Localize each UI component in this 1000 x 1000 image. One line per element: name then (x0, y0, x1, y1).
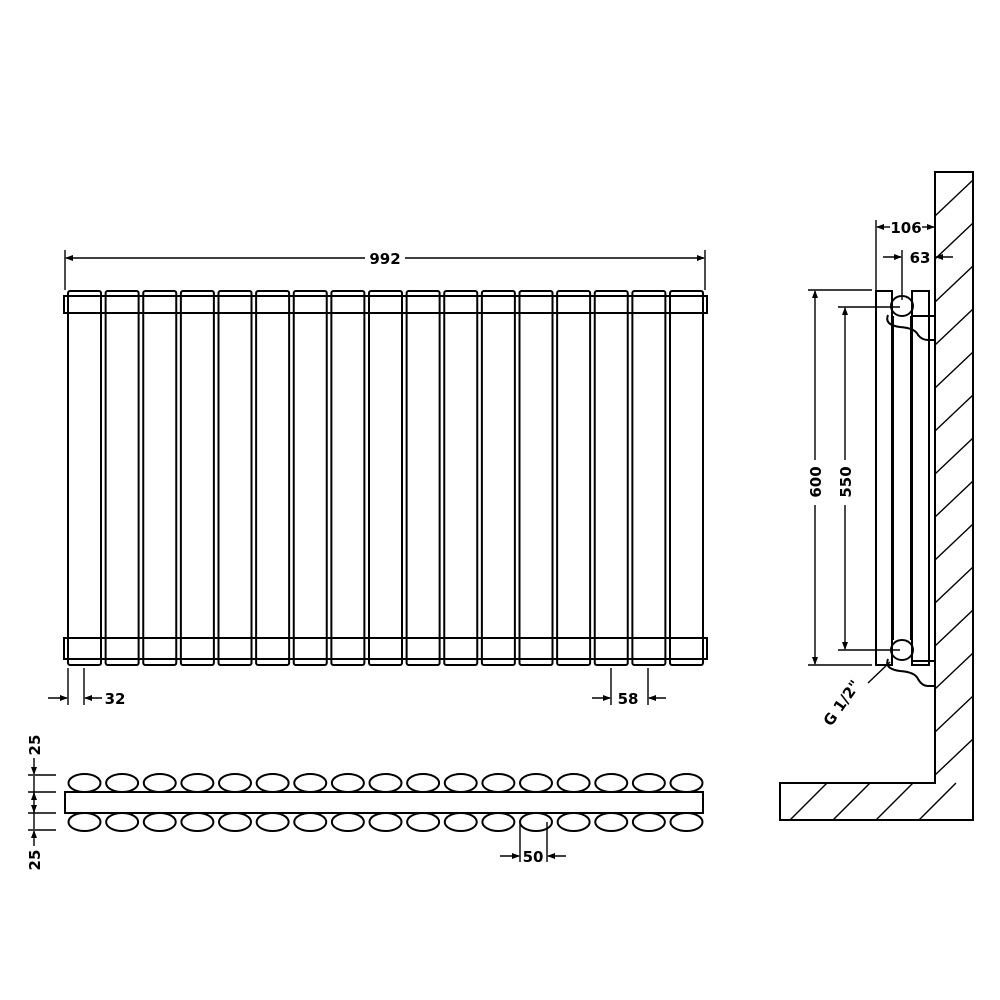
header-bar (64, 791, 704, 814)
hatch-line (934, 523, 974, 561)
front-view: 992 32 58 (48, 250, 708, 708)
radiator-panel (593, 290, 629, 666)
tube-section (330, 812, 365, 832)
hatch-line (934, 265, 974, 303)
radiator-panel (669, 290, 704, 666)
tube-section (594, 773, 629, 793)
connection-label: G 1/2" (820, 677, 864, 730)
tube-section (105, 812, 140, 832)
tube-section (293, 773, 328, 793)
radiator-panel (443, 290, 479, 666)
wall-to-front-label: 106 (890, 219, 921, 237)
panel-width-dimension: 32 (48, 668, 125, 708)
tube-section (669, 812, 704, 832)
hatch-line (934, 695, 974, 733)
tube-section (443, 773, 478, 793)
plan-view: 25 25 50 (26, 735, 704, 871)
tube-section (255, 812, 290, 832)
radiator-panel (330, 290, 366, 666)
tube-section (368, 812, 403, 832)
hatch-line (934, 609, 974, 647)
hatch-line (934, 738, 974, 776)
tube-section (556, 812, 591, 832)
tube-section (293, 812, 328, 832)
wall-hatched (779, 171, 974, 821)
hatch-line (934, 566, 974, 604)
radiator-panel (104, 290, 140, 666)
tube-section (443, 812, 478, 832)
connection-callout: G 1/2" (820, 661, 891, 730)
tube-section (669, 773, 704, 793)
radiator-panel (405, 290, 441, 666)
radiator-panel (292, 290, 328, 666)
tube-section (406, 812, 441, 832)
tube-section (67, 812, 102, 832)
tube-section (142, 773, 177, 793)
hatch-line (832, 782, 871, 821)
tube-section (218, 773, 252, 793)
depth-bottom-label: 25 (26, 850, 44, 871)
hatch-line (934, 222, 974, 260)
tube-section (142, 812, 177, 832)
hatch-line (934, 480, 974, 518)
panels (67, 290, 704, 666)
hatch-line (934, 437, 974, 475)
tube-section (556, 773, 591, 793)
centres-dimension: 550 (837, 306, 900, 651)
tube-spacing-dimension: 50 (500, 822, 566, 866)
panel-width-label: 32 (105, 690, 126, 708)
overall-width-label: 992 (369, 250, 400, 268)
hatch-line (934, 394, 974, 432)
radiator-panel (142, 290, 178, 666)
radiator-panel (556, 290, 592, 666)
tube-section (631, 773, 666, 793)
hatch-line (934, 179, 974, 217)
tube-section (519, 773, 553, 793)
radiator-panel (67, 290, 102, 666)
tube-section (594, 812, 629, 832)
tubes (67, 773, 704, 832)
radiator-panel (480, 290, 516, 666)
depth-top-label: 25 (26, 735, 44, 756)
rear-panel (911, 290, 930, 666)
tube-section (406, 773, 441, 793)
radiator-panel (255, 290, 291, 666)
tube-section (330, 773, 365, 793)
radiator-panel (217, 290, 253, 666)
hatch-line (934, 308, 974, 346)
header-pipes (63, 295, 708, 660)
depth-dimension: 25 25 (26, 735, 56, 871)
tube-section (368, 773, 403, 793)
tube-section (218, 812, 252, 832)
hatch-line (875, 782, 914, 821)
radiator-panel (518, 290, 554, 666)
hatch-line (789, 782, 828, 821)
radiator-panel (179, 290, 215, 666)
tube-section (67, 773, 102, 793)
tube-spacing-label: 50 (523, 848, 544, 866)
hatch-line (918, 782, 957, 821)
tube-section (631, 812, 666, 832)
tube-section (180, 773, 215, 793)
height-dimension: 600 (807, 289, 872, 666)
tube-section (105, 773, 140, 793)
panel-pitch-label: 58 (618, 690, 639, 708)
wall-to-pipe-dimension: 63 (883, 249, 953, 300)
height-label: 600 (807, 466, 825, 497)
centres-label: 550 (837, 466, 855, 497)
radiator-panel (368, 290, 403, 666)
tube-section (180, 812, 215, 832)
wall-to-pipe-label: 63 (910, 249, 931, 267)
overall-width-dimension: 992 (64, 250, 706, 290)
wall-to-front-dimension: 106 (875, 219, 935, 290)
hatch-line (934, 351, 974, 389)
hatch-line (934, 652, 974, 690)
tube-section (481, 773, 516, 793)
panel-pitch-dimension: 58 (592, 668, 666, 708)
tube-section (255, 773, 290, 793)
front-panel (875, 290, 893, 666)
side-view: 600 550 106 63 G 1/2" (779, 171, 974, 821)
radiator-panel (631, 290, 667, 666)
tube-section (481, 812, 516, 832)
